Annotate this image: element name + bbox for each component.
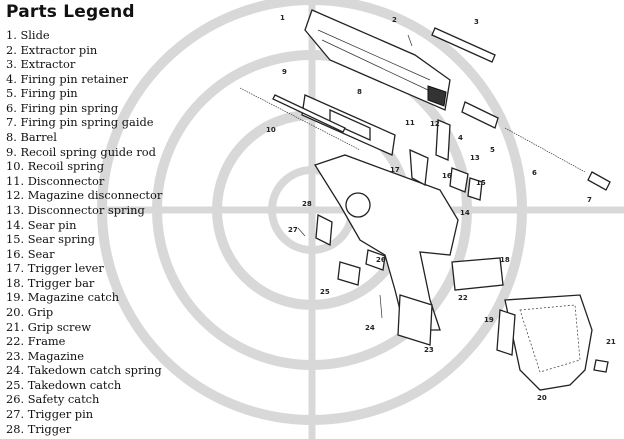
takedown-spring-part: [379, 294, 383, 319]
legend-item: 10. Recoil spring: [6, 159, 105, 174]
legend-item: 5. Firing pin: [6, 86, 78, 101]
legend-item: 2. Extractor pin: [6, 42, 98, 57]
barrel-tube: [329, 108, 371, 142]
trigger-pin-part: [297, 227, 306, 237]
callout-12: 12: [430, 120, 440, 128]
legend-item: 28. Trigger: [6, 421, 72, 436]
callout-1: 1: [280, 14, 285, 22]
firing-pin-part: [461, 101, 499, 129]
disconnector-part: [467, 177, 483, 201]
legend-item: 19. Magazine catch: [6, 290, 120, 305]
legend-item: 6. Firing pin spring: [6, 100, 119, 115]
callout-6: 6: [532, 169, 537, 177]
callout-18: 18: [500, 256, 510, 264]
callout-14: 14: [460, 209, 470, 217]
legend-item: 23. Magazine: [6, 348, 84, 363]
legend-item: 18. Trigger bar: [6, 275, 95, 290]
legend-item: 25. Takedown catch: [6, 377, 122, 392]
legend-item: 24. Takedown catch spring: [6, 363, 162, 378]
callout-28: 28: [302, 200, 312, 208]
magazine-part: [397, 294, 433, 346]
callout-27: 27: [288, 226, 298, 234]
callout-17: 17: [390, 166, 400, 174]
slide-part: [304, 9, 451, 111]
legend-item: 26. Safety catch: [6, 392, 100, 407]
spring-guide-part: [587, 171, 611, 191]
callout-labels: 1 2 3 4 5 6 7 8 9 10 11 12 13 14 15 16 1…: [266, 14, 616, 402]
callout-25: 25: [320, 288, 330, 296]
legend-item: 12. Magazine disconnector: [6, 188, 163, 203]
grip-screw-part: [593, 359, 609, 373]
trigger-bar-part: [451, 257, 504, 291]
callout-19: 19: [484, 316, 494, 324]
parts-legend-list: 1. Slide 2. Extractor pin 3. Extractor 4…: [6, 28, 162, 436]
legend-item: 16. Sear: [6, 246, 55, 261]
callout-4: 4: [458, 134, 463, 142]
callout-16: 16: [442, 172, 452, 180]
extractor-pin-part: [407, 34, 413, 47]
callout-7: 7: [587, 196, 592, 204]
callout-5: 5: [490, 146, 495, 154]
legend-item: 4. Firing pin retainer: [6, 71, 128, 86]
legend-item: 13. Disconnector spring: [6, 202, 145, 217]
callout-20: 20: [537, 394, 547, 402]
callout-15: 15: [476, 179, 486, 187]
sear-spring-part: [449, 167, 469, 193]
magazine-catch-part: [337, 261, 361, 286]
legend-item: 14. Sear pin: [6, 217, 77, 232]
frame-part: [314, 154, 459, 331]
legend-item: 8. Barrel: [6, 130, 57, 145]
callout-23: 23: [424, 346, 434, 354]
callout-21: 21: [606, 338, 616, 346]
legend-item: 20. Grip: [6, 304, 54, 319]
legend-item: 22. Frame: [6, 334, 66, 349]
legend-item: 27. Trigger pin: [6, 407, 94, 422]
takedown-catch-part: [365, 249, 386, 271]
legend-item: 17. Trigger lever: [6, 261, 104, 276]
callout-2: 2: [392, 16, 397, 24]
callout-3: 3: [474, 18, 479, 26]
trigger-lever-part: [409, 148, 429, 187]
legend-title: Parts Legend: [6, 2, 135, 22]
legend-item: 9. Recoil spring guide rod: [6, 144, 156, 159]
callout-22: 22: [458, 294, 468, 302]
legend-item: 3. Extractor: [6, 57, 76, 72]
legend-item: 21. Grip screw: [6, 319, 91, 334]
callout-9: 9: [282, 68, 287, 76]
sear-part: [435, 119, 451, 161]
grip-part: [504, 294, 593, 391]
legend-item: 15. Sear spring: [6, 232, 95, 247]
callout-26: 26: [376, 256, 386, 264]
extractor-part: [431, 27, 496, 63]
legend-item: 1. Slide: [6, 28, 50, 42]
legend-item: 11. Disconnector: [6, 173, 105, 188]
callout-10: 10: [266, 126, 276, 134]
side-plate-part: [496, 309, 516, 356]
guide-rod-part: [272, 94, 346, 133]
firing-pin-spring-part: [504, 127, 586, 173]
callout-24: 24: [365, 324, 375, 332]
callout-8: 8: [357, 88, 362, 96]
recoil-spring-part: [239, 87, 361, 151]
callout-13: 13: [470, 154, 480, 162]
legend-item: 7. Firing pin spring gaide: [6, 115, 154, 130]
trigger-part: [315, 213, 333, 247]
callout-11: 11: [405, 119, 415, 127]
